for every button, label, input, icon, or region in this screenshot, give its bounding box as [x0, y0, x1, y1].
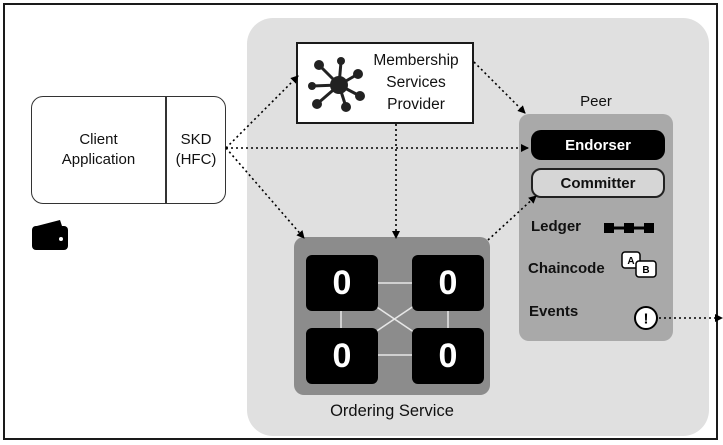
arrow-sdk-to-msp: [225, 75, 299, 149]
events-label: Events: [529, 303, 579, 320]
network-hub-icon: [308, 57, 365, 112]
client-application-box: Client Application SKD (HFC): [31, 96, 226, 204]
endorser-component: Endorser: [531, 130, 665, 160]
orderer-node: 0: [412, 328, 484, 384]
orderer-node: 0: [412, 255, 484, 311]
ledger-label: Ledger: [531, 218, 582, 235]
chaincode-icon-letter-b: B: [642, 265, 649, 276]
chaincode-label: Chaincode: [528, 260, 605, 277]
chaincode-icon: A B: [621, 251, 657, 278]
alert-icon-glyph: !: [644, 311, 649, 328]
arrow-msp-to-peer: [473, 61, 526, 114]
arrow-sdk-to-ordering: [225, 147, 305, 239]
msp-box: Membership Services Provider: [296, 42, 474, 124]
peer-title: Peer: [580, 93, 612, 110]
blockchain-icon: [604, 223, 654, 233]
client-divider: [165, 97, 167, 203]
committer-component: Committer: [531, 168, 665, 198]
ordering-service-label: Ordering Service: [330, 402, 454, 420]
alert-icon: !: [634, 306, 658, 330]
wallet-icon: [32, 220, 68, 250]
orderer-node: 0: [306, 255, 378, 311]
chaincode-icon-letter-a: A: [627, 256, 634, 267]
orderer-node: 0: [306, 328, 378, 384]
sdk-label: SKD (HFC): [175, 131, 217, 168]
client-application-label: Client Application: [61, 131, 136, 168]
arrow-ordering-to-committer: [487, 195, 537, 241]
msp-label: Membership Services Provider: [373, 52, 459, 113]
